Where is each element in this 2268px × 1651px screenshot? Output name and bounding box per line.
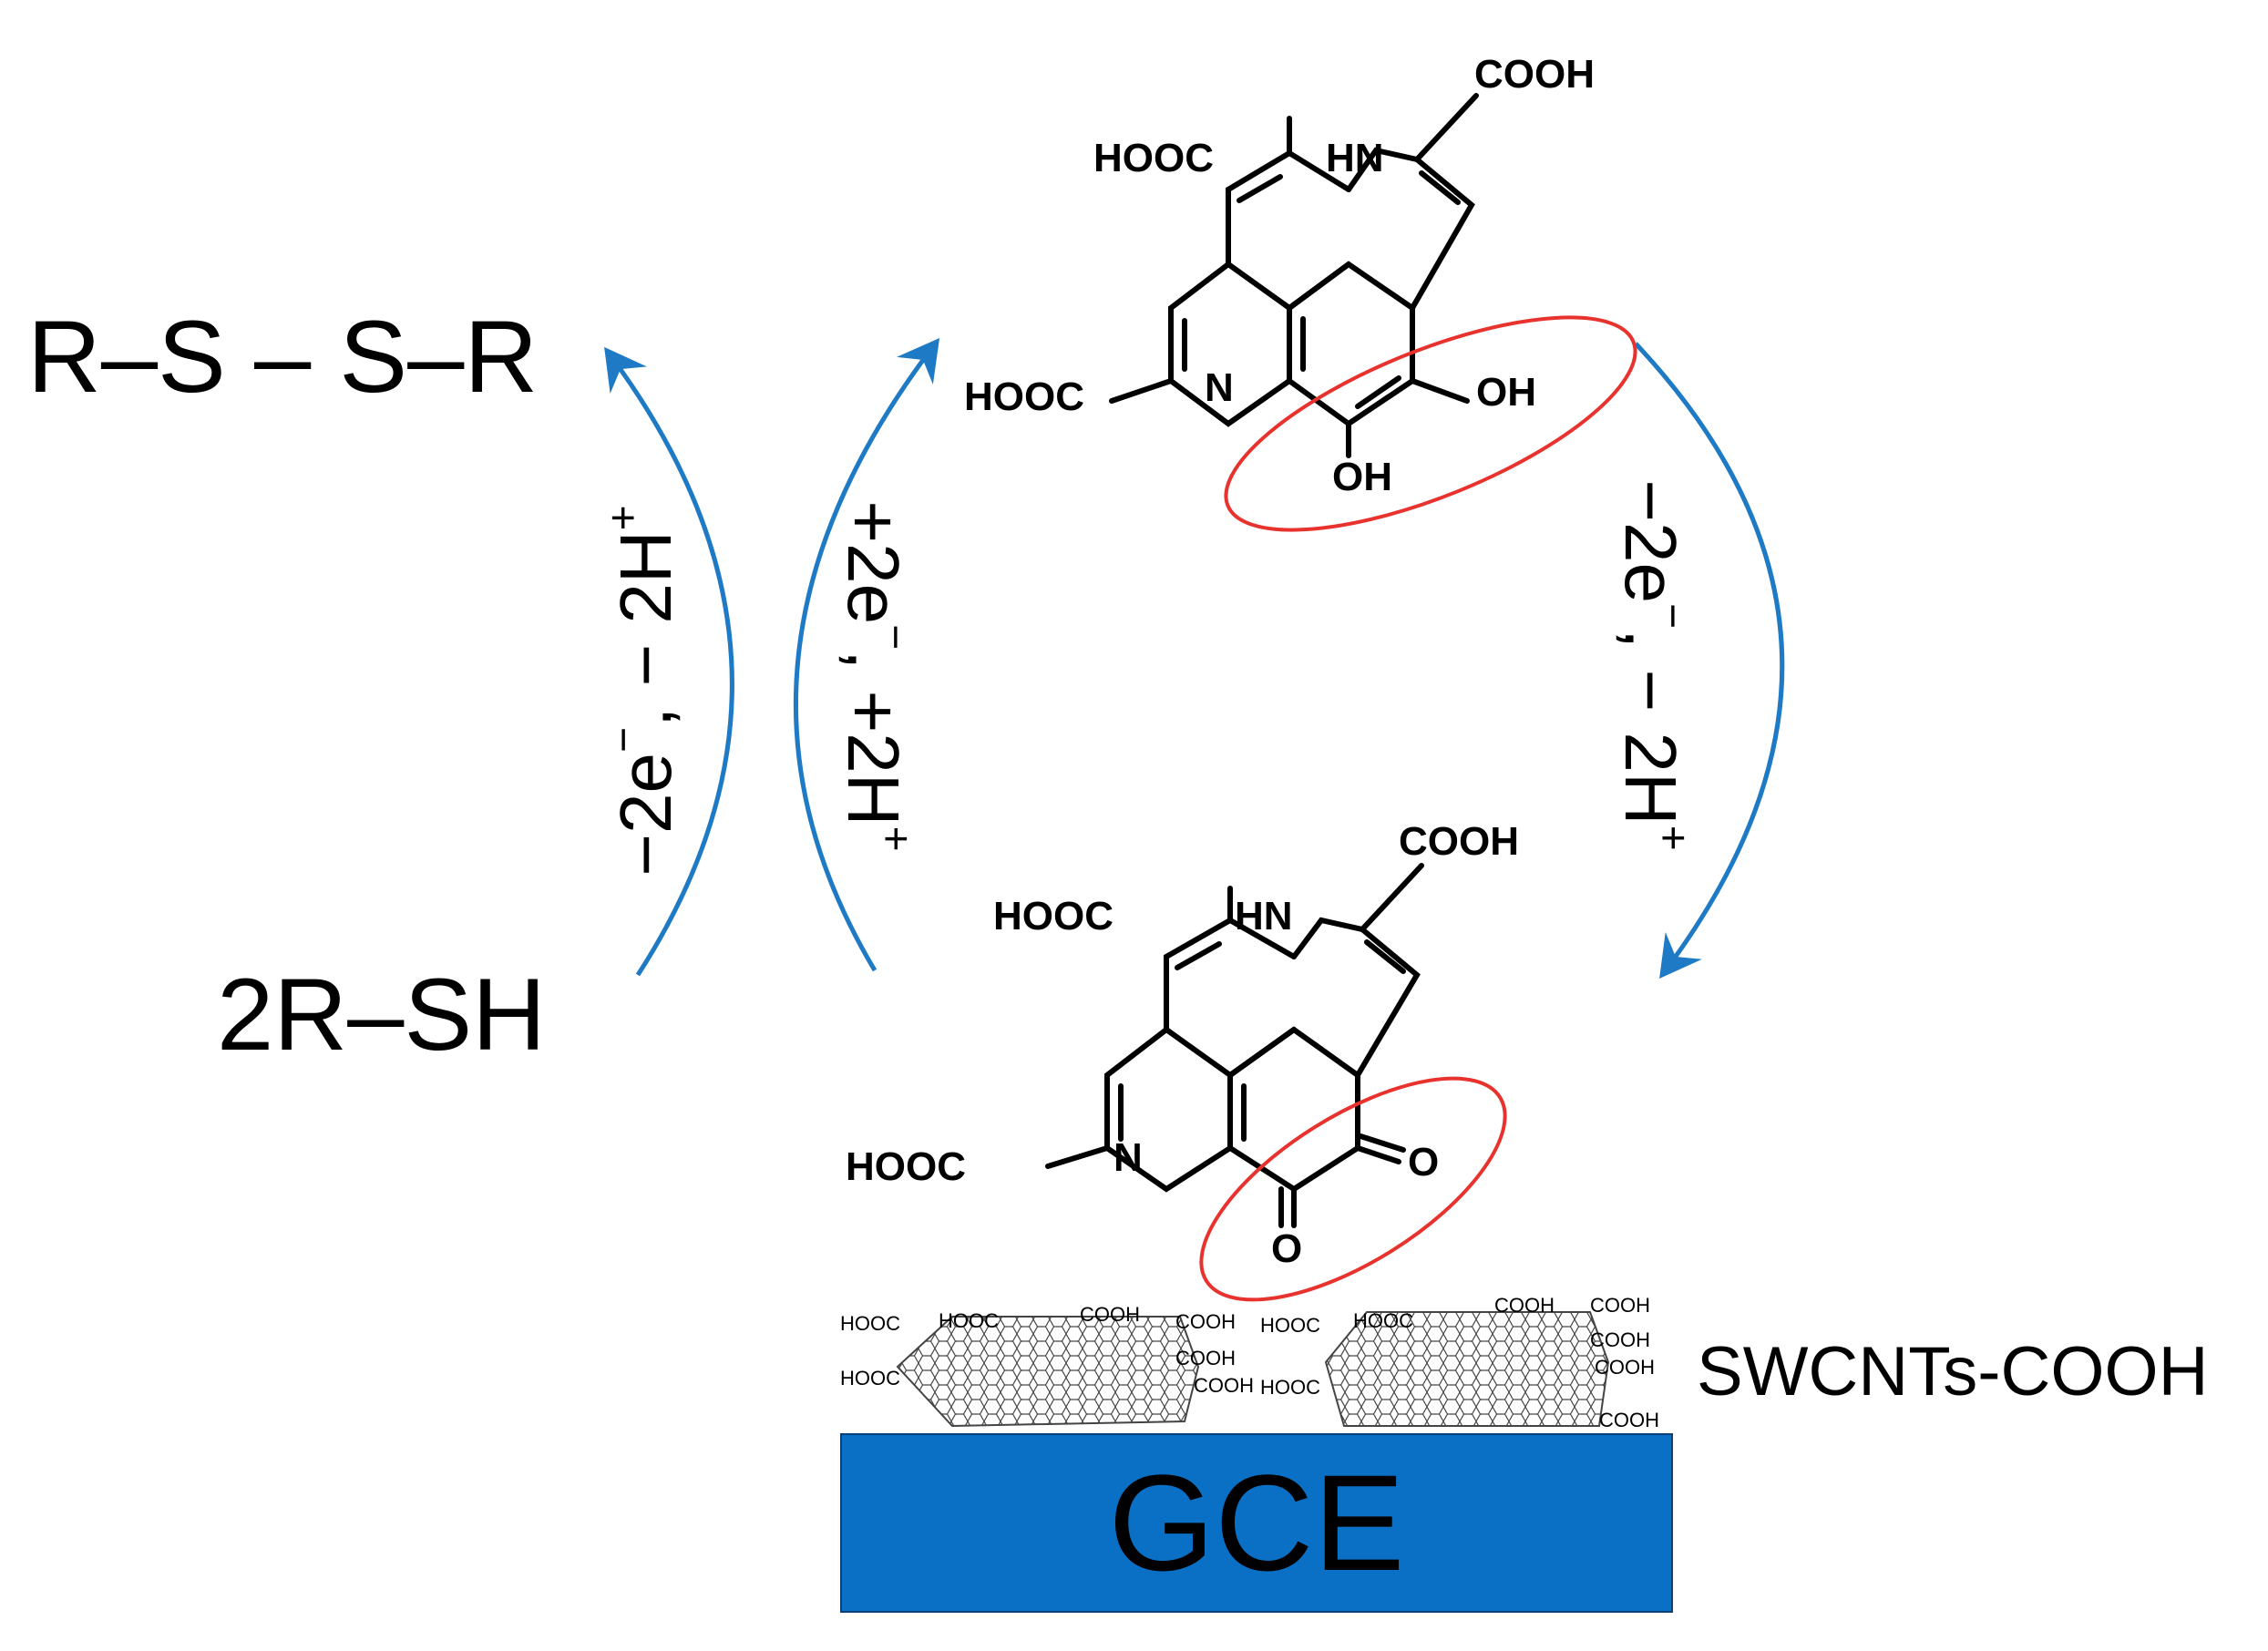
cnt-group-label: HOOC [1260, 1376, 1320, 1399]
bottom-dione-highlight [1199, 1076, 1507, 1302]
top-oh-bottom-label: OH [1332, 455, 1392, 499]
bottom-hooc-left-label: HOOC [846, 1144, 966, 1189]
bottom-n-label: N [1113, 1135, 1143, 1180]
thiol-label: 2R–SH [217, 958, 547, 1072]
pqq-reduction-label: +2e−, +2H+ [833, 500, 919, 852]
cnt-group-label: HOOC [939, 1309, 999, 1332]
top-n-label: N [1205, 365, 1234, 410]
bottom-o-bottom-label: O [1271, 1226, 1302, 1271]
pqq-molecule [1045, 863, 1424, 1228]
cnt-group-label: COOH [1599, 1409, 1659, 1431]
cnt-group-label: COOH [1175, 1310, 1236, 1333]
thiol-oxidation-label: −2e−, − 2H+ [600, 505, 686, 877]
electrode-label: GCE [1108, 1446, 1405, 1599]
top-hooc-left-label: HOOC [964, 374, 1084, 419]
cnt-group-label: HOOC [840, 1312, 900, 1335]
disulfide-label: R–S – S–R [27, 300, 539, 414]
cnt-group-label: COOH [1595, 1356, 1655, 1379]
pqq-atom-labels: COOH HOOC HN HOOC N O O [846, 819, 1519, 1271]
cnt-group-label: COOH [1590, 1294, 1650, 1317]
top-oh-right-label: OH [1476, 370, 1536, 415]
bottom-nh-label: HN [1235, 894, 1293, 938]
cnt-group-label: COOH [1590, 1328, 1650, 1351]
cnt-group-label: COOH [1194, 1374, 1254, 1397]
cnt-group-label: HOOC [1353, 1309, 1413, 1332]
nanotube-left [896, 1316, 1200, 1428]
bottom-hooc-upper-label: HOOC [993, 894, 1113, 938]
cnt-group-label: COOH [1175, 1347, 1236, 1369]
pqqh2-molecule [1109, 93, 1479, 458]
swcnt-label: SWCNTs-COOH [1697, 1333, 2209, 1410]
top-nh-label: HN [1326, 136, 1384, 180]
glassy-carbon-electrode: GCE [840, 1433, 1673, 1613]
cnt-group-label: HOOC [1260, 1314, 1320, 1337]
pqqh2-atom-labels: COOH HOOC HN HOOC N OH OH [964, 52, 1595, 499]
nanotube-group-labels: HOOC HOOC HOOC COOH COOH COOH COOH HOOC … [840, 1294, 1659, 1431]
cnt-group-label: COOH [1494, 1294, 1555, 1317]
pqqh2-oxidation-label: −2e−, − 2H+ [1610, 479, 1697, 851]
nanotube-right [1324, 1311, 1610, 1427]
cnt-group-label: COOH [1080, 1303, 1140, 1326]
top-diol-highlight [1224, 315, 1637, 532]
bottom-o-right-label: O [1408, 1140, 1439, 1184]
cnt-group-label: HOOC [840, 1367, 900, 1390]
top-cooh-label: COOH [1474, 52, 1595, 97]
bottom-cooh-label: COOH [1399, 819, 1519, 864]
top-hooc-upper-label: HOOC [1093, 136, 1214, 180]
